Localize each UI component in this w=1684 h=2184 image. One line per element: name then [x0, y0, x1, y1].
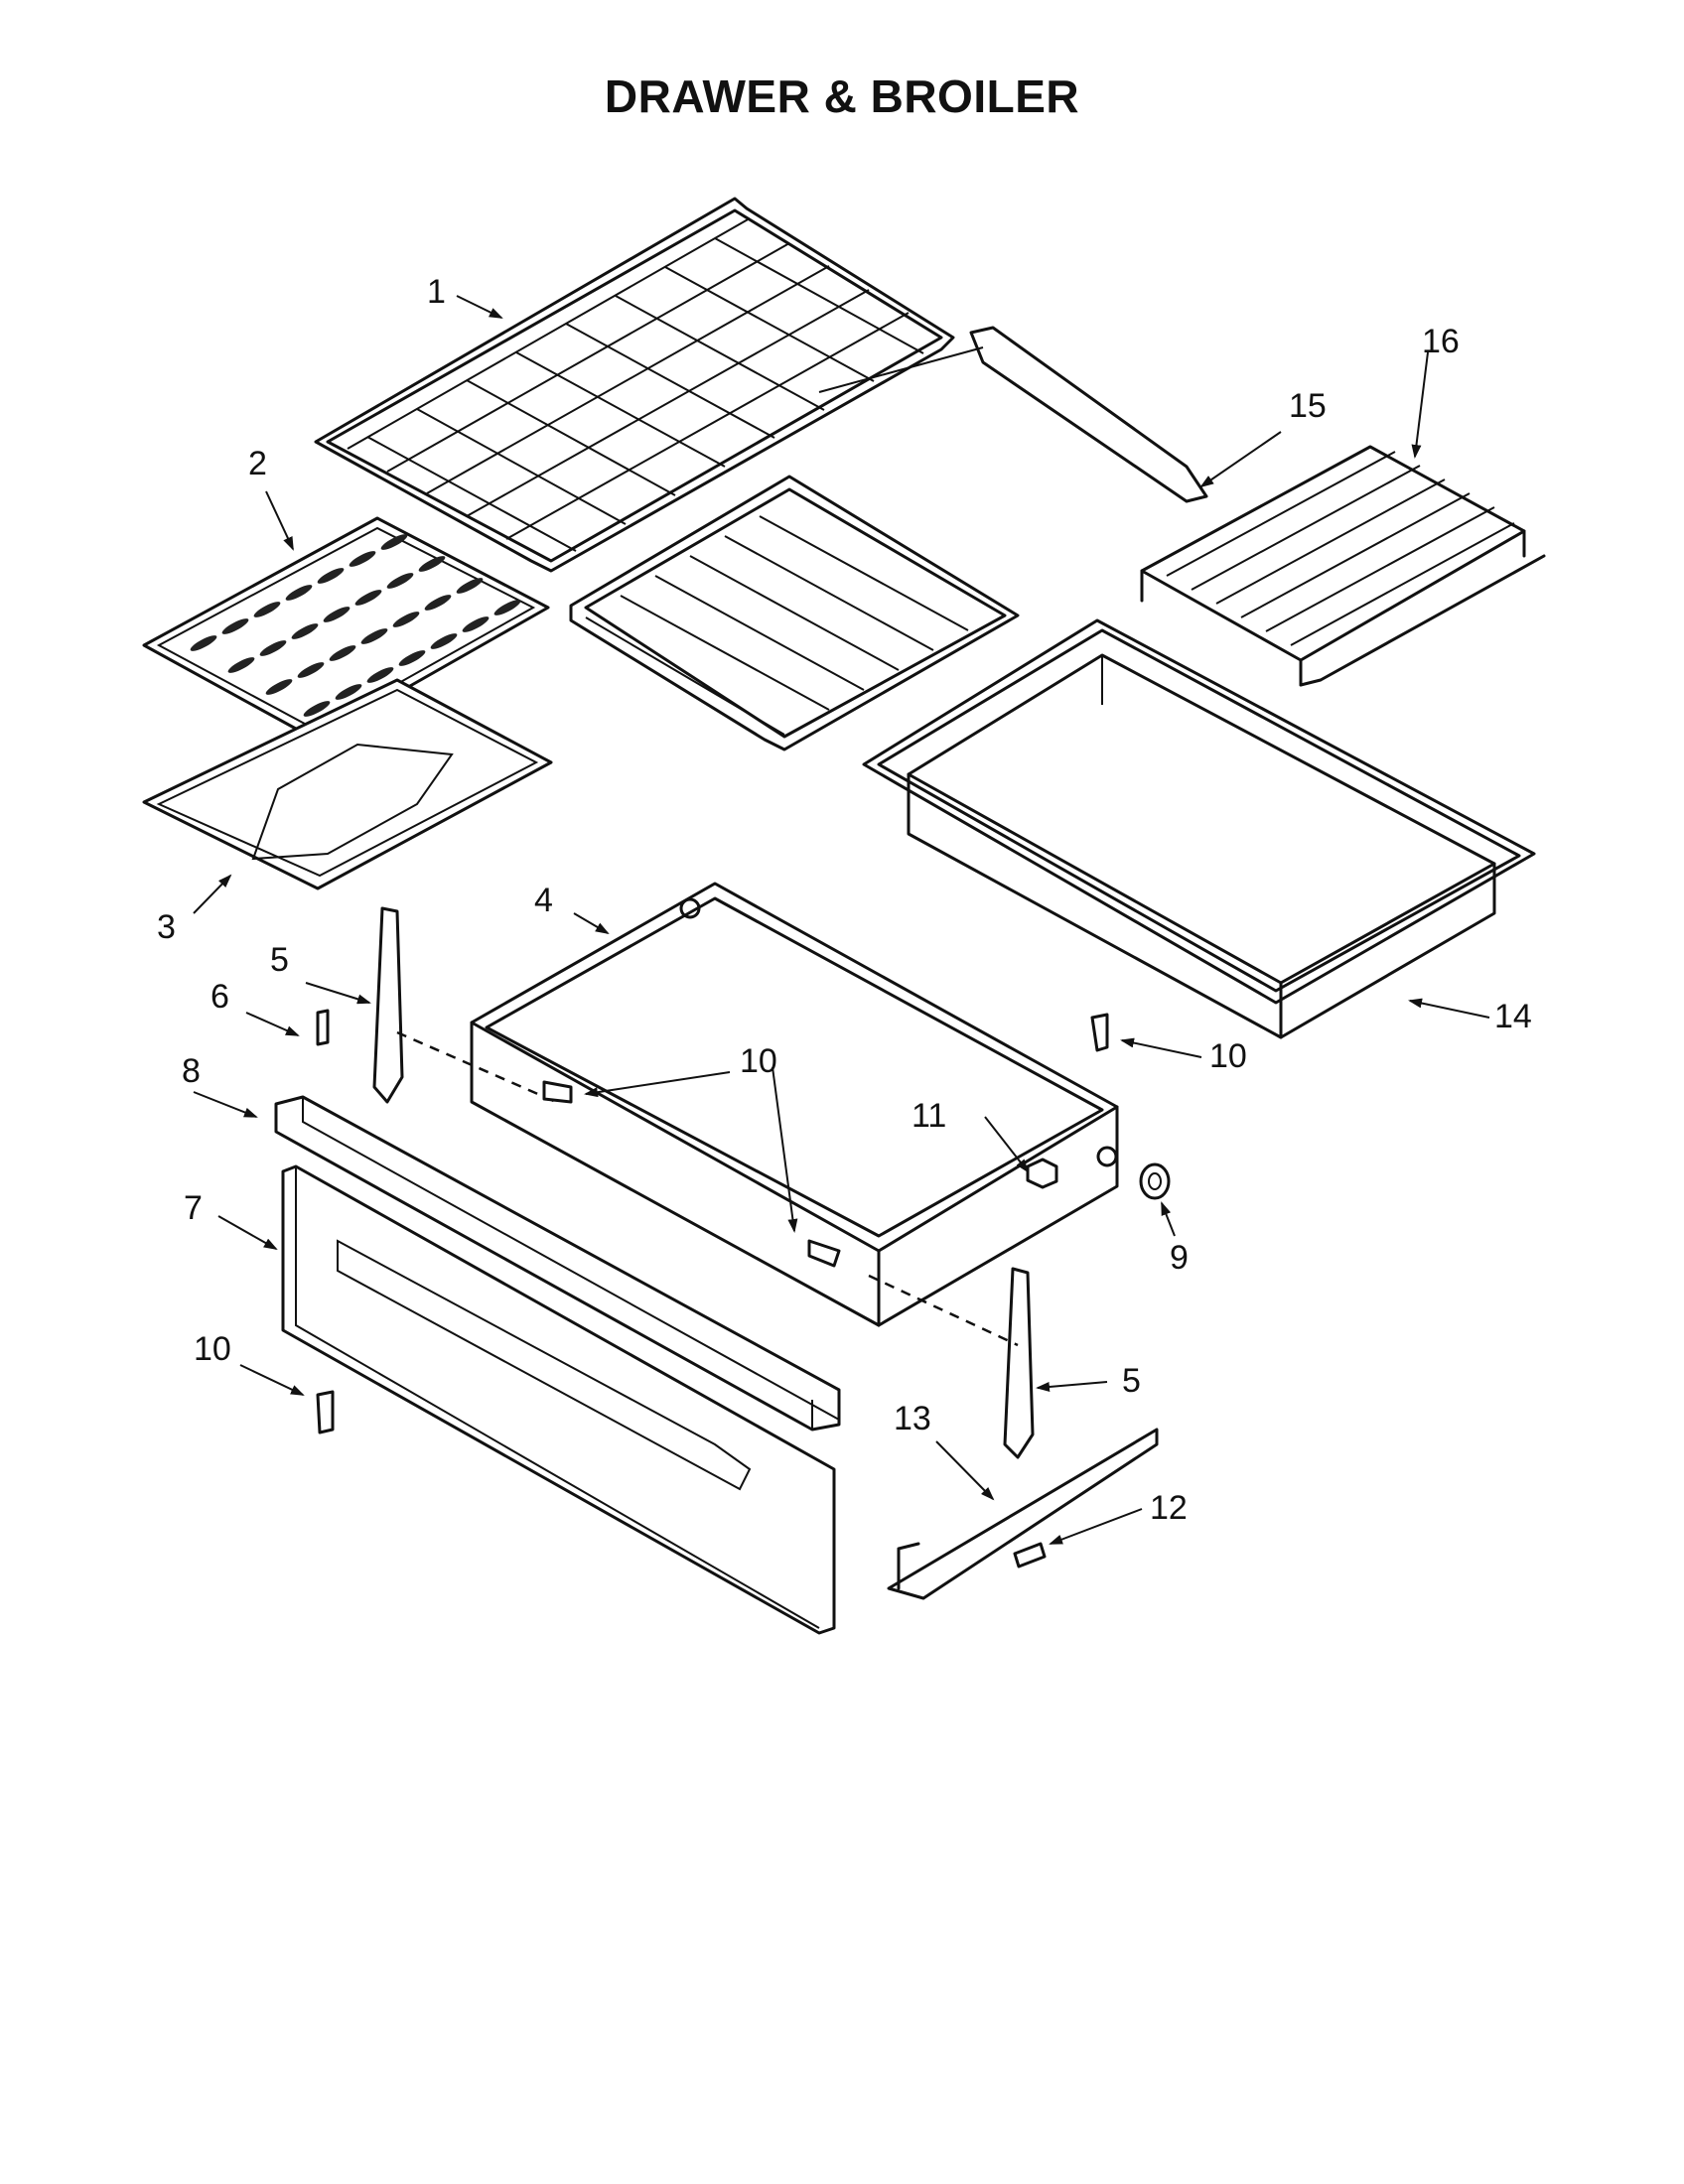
broiler-slot	[335, 684, 362, 700]
part-10-screw-b	[1090, 1013, 1109, 1052]
diagram-title: DRAWER & BROILER	[604, 70, 1080, 122]
callout-10-bottom: 10	[194, 1330, 231, 1368]
broiler-slot	[398, 650, 426, 666]
broiler-slot	[227, 657, 255, 673]
part-3-broiler-pan	[142, 678, 553, 890]
broiler-slot	[424, 595, 452, 611]
callout-11: 11	[912, 1097, 946, 1135]
broiler-slot	[462, 616, 490, 632]
part-8-trim-bar	[274, 1095, 841, 1432]
callout-4: 4	[534, 882, 553, 919]
broiler-slot	[265, 679, 293, 695]
broiler-slot	[221, 618, 249, 634]
part-2-broiler-grid	[142, 516, 550, 742]
callout-10-center: 10	[740, 1042, 777, 1080]
part-9-roller	[1139, 1162, 1171, 1200]
part-12-screw	[1013, 1542, 1047, 1569]
part-14-drawer-pan	[862, 618, 1536, 1039]
broiler-slot	[493, 600, 521, 615]
callout-1: 1	[427, 273, 446, 311]
callout-9: 9	[1170, 1239, 1189, 1277]
broiler-slot	[317, 568, 345, 584]
broiler-slot	[259, 640, 287, 656]
broiler-slot	[418, 556, 446, 572]
callout-10-right: 10	[1209, 1037, 1247, 1075]
callout-labels: 1 2 3 4 5 5 6 7 8 9 10 10 10 11 12 13 14…	[157, 273, 1532, 1527]
callout-6: 6	[210, 978, 229, 1016]
callout-7: 7	[184, 1189, 203, 1227]
callout-8: 8	[182, 1052, 201, 1090]
broiler-slot	[366, 667, 394, 683]
broiler-slot	[430, 633, 458, 649]
broiler-slot	[349, 551, 376, 567]
broiler-slot	[360, 628, 388, 644]
broiler-slot	[190, 635, 217, 651]
broiler-slot	[297, 662, 325, 678]
callout-5-right: 5	[1122, 1362, 1141, 1400]
broiler-slot	[253, 602, 281, 617]
broiler-slot	[285, 585, 313, 601]
broiler-slot	[392, 612, 420, 627]
callout-14: 14	[1494, 998, 1532, 1035]
broiler-slot	[386, 573, 414, 589]
callout-15: 15	[1289, 387, 1327, 425]
part-13-rail	[887, 1428, 1159, 1600]
part-11-nut	[1026, 1158, 1058, 1189]
broiler-slot	[354, 590, 382, 606]
part-5-slide-right	[1003, 1267, 1035, 1459]
callout-5-left: 5	[270, 941, 289, 979]
part-10-screw-a	[542, 1080, 573, 1104]
broiler-slot	[380, 534, 408, 550]
callout-13: 13	[894, 1400, 931, 1437]
broiler-slot	[291, 623, 319, 639]
part-1-oven-rack	[314, 197, 955, 573]
part-16-broiler-rack	[1140, 445, 1546, 687]
broiler-slot	[456, 578, 484, 594]
leader-lines	[193, 295, 1490, 1545]
callout-3: 3	[157, 908, 176, 946]
part-4-drawer-body	[470, 882, 1119, 1327]
part-6-screw	[316, 1009, 330, 1046]
part-10-screw-d	[316, 1390, 335, 1434]
part-7-drawer-front	[281, 1164, 836, 1635]
callout-16: 16	[1422, 323, 1460, 360]
broiler-slot	[303, 701, 331, 717]
callout-2: 2	[248, 445, 267, 482]
broiler-slot	[323, 607, 351, 622]
part-10-screw-c	[807, 1239, 841, 1268]
callout-12: 12	[1150, 1489, 1188, 1527]
part-1-half-rack	[569, 475, 1020, 751]
part-5-slide-left	[372, 906, 404, 1104]
part-15-rack-rail	[818, 326, 1208, 503]
broiler-slot	[329, 645, 356, 661]
